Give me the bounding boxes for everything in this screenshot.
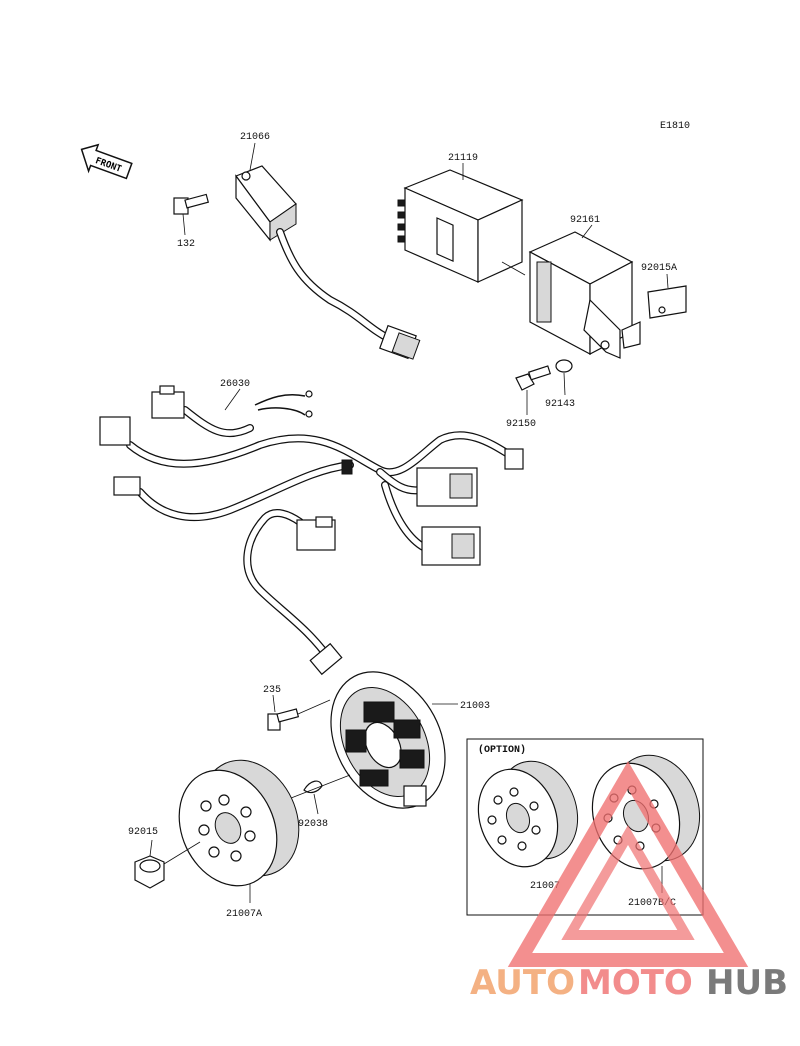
label-92150: 92150 [506,419,536,430]
part-21007-flywheel-option [477,760,579,868]
part-21066-igniter [235,165,421,360]
watermark-moto: MOTO [578,963,693,1003]
label-132: 132 [177,239,195,250]
watermark-hub: HUB [706,963,788,1003]
label-235: 235 [263,685,281,696]
label-21066: 21066 [240,132,270,143]
part-92150-bolt [515,365,552,391]
part-92015A-bracket [621,285,687,349]
part-26030-harness [99,385,524,566]
label-92038: 92038 [298,819,328,830]
diagram-code: E1810 [660,121,690,132]
watermark-auto: AUTO [470,963,575,1003]
part-21003-stator [330,671,446,809]
label-21003: 21003 [460,701,490,712]
label-21007: 21007 [530,881,560,892]
part-92143-collar [555,359,573,373]
part-92015-nut [134,855,165,889]
label-92143: 92143 [545,399,575,410]
part-21119-cdi-unit [397,169,524,283]
label-26030: 26030 [220,379,250,390]
part-132-bolt [173,193,210,215]
automotohub-watermark: AUTO MOTO HUB [470,761,788,1003]
label-21119: 21119 [448,153,478,164]
label-21007A: 21007A [226,909,262,920]
part-21007A-flywheel [178,759,300,887]
part-92161-regulator [528,231,634,359]
label-92015A: 92015A [641,263,677,274]
watermark-triangle-icon [507,761,749,967]
label-92161: 92161 [570,215,600,226]
label-92015: 92015 [128,827,158,838]
option-label: (OPTION) [478,744,526,756]
part-235-bolt [267,708,300,731]
stator-wire [243,509,343,676]
front-arrow-icon: FRONT [80,143,133,180]
